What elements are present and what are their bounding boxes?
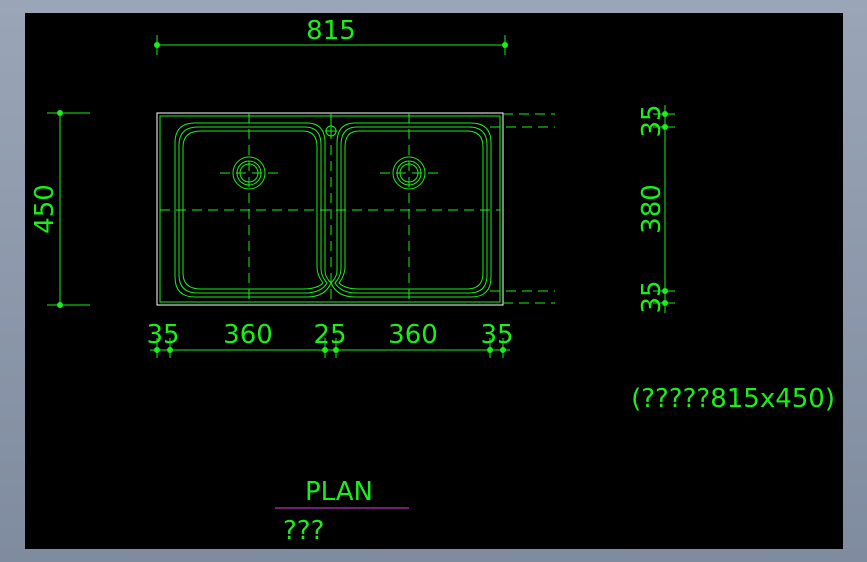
- dim-text-380: 380: [637, 184, 667, 234]
- dim-text-right-top: 35: [637, 104, 667, 137]
- dim-right-chain: [653, 105, 675, 313]
- dim-text-815: 815: [306, 16, 356, 46]
- dim-overall-depth: [47, 110, 90, 308]
- center-lines: [160, 113, 555, 305]
- dim-overall-width: [154, 35, 508, 55]
- dim-text-right-bottom: 35: [637, 280, 667, 313]
- dim-bottom-chain: [150, 338, 510, 358]
- right-bowl: [330, 122, 492, 298]
- sink-outline: [156, 112, 504, 306]
- dim-text-bottom-2: 360: [223, 320, 273, 350]
- cad-viewport[interactable]: 815 450: [25, 13, 843, 549]
- dim-text-bottom-3: 25: [313, 320, 346, 350]
- cad-drawing: 815 450: [30, 16, 835, 546]
- dim-text-bottom-5: 35: [480, 320, 513, 350]
- dim-text-bottom-4: 360: [388, 320, 438, 350]
- plan-label: PLAN: [305, 477, 373, 507]
- plan-sublabel: ???: [283, 516, 324, 546]
- size-caption: (?????815x450): [631, 384, 835, 414]
- dim-text-450: 450: [30, 184, 60, 234]
- dim-text-bottom-1: 35: [146, 320, 179, 350]
- left-bowl: [174, 122, 332, 298]
